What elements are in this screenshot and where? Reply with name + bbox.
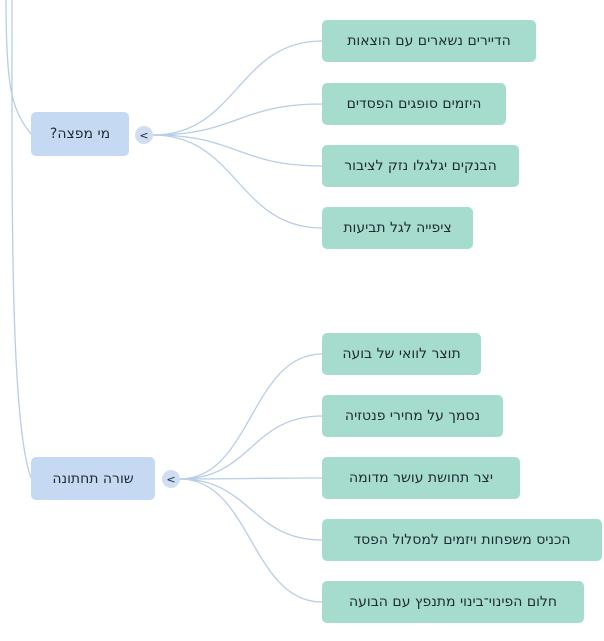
branch-node-who-compensates[interactable]: מי מפצה? bbox=[31, 112, 129, 156]
leaf-node[interactable]: תוצר לוואי של בועה bbox=[322, 333, 481, 375]
leaf-connector bbox=[179, 477, 323, 480]
leaf-node[interactable]: היזמים סופגים הפסדים bbox=[322, 83, 506, 125]
leaf-label: נסמך על מחירי פנטזיה bbox=[344, 408, 481, 424]
leaf-label: הכניס משפחות ויזמים למסלול הפסד bbox=[353, 532, 571, 548]
leaf-label: חלום הפינוי־בינוי מתנפץ עם הבועה bbox=[348, 594, 558, 610]
leaf-node[interactable]: הבנקים יגלגלו נזק לציבור bbox=[322, 145, 519, 187]
leaf-node[interactable]: נסמך על מחירי פנטזיה bbox=[322, 395, 503, 437]
leaf-label: הבנקים יגלגלו נזק לציבור bbox=[344, 158, 497, 174]
leaf-connector bbox=[152, 134, 323, 167]
leaf-label: ציפייה לגל תביעות bbox=[343, 220, 452, 236]
collapse-toggle-who-compensates[interactable]: < bbox=[135, 126, 153, 144]
branch-node-bottom-line[interactable]: שורה תחתונה bbox=[31, 457, 155, 500]
leaf-node[interactable]: חלום הפינוי־בינוי מתנפץ עם הבועה bbox=[322, 581, 584, 623]
branch-label: מי מפצה? bbox=[49, 126, 111, 142]
leaf-connector bbox=[152, 40, 323, 136]
leaf-label: היזמים סופגים הפסדים bbox=[346, 96, 482, 112]
leaf-label: תוצר לוואי של בועה bbox=[342, 346, 461, 362]
branch-label: שורה תחתונה bbox=[52, 470, 134, 487]
leaf-connector bbox=[179, 415, 323, 480]
leaf-label: הדיירים נשארים עם הוצאות bbox=[347, 33, 511, 49]
leaf-connector bbox=[179, 478, 323, 541]
leaf-connector bbox=[152, 103, 323, 136]
leaf-node[interactable]: הכניס משפחות ויזמים למסלול הפסד bbox=[322, 519, 602, 561]
root-connector bbox=[5, 0, 32, 479]
leaf-connector bbox=[179, 353, 323, 480]
leaf-node[interactable]: יצר תחושת עושר מדומה bbox=[322, 457, 520, 499]
leaf-connector bbox=[179, 478, 323, 603]
leaf-connector bbox=[152, 134, 323, 229]
leaf-node[interactable]: הדיירים נשארים עם הוצאות bbox=[322, 20, 536, 62]
leaf-node[interactable]: ציפייה לגל תביעות bbox=[322, 207, 473, 249]
collapse-toggle-bottom-line[interactable]: < bbox=[162, 470, 180, 488]
leaf-label: יצר תחושת עושר מדומה bbox=[349, 470, 493, 486]
